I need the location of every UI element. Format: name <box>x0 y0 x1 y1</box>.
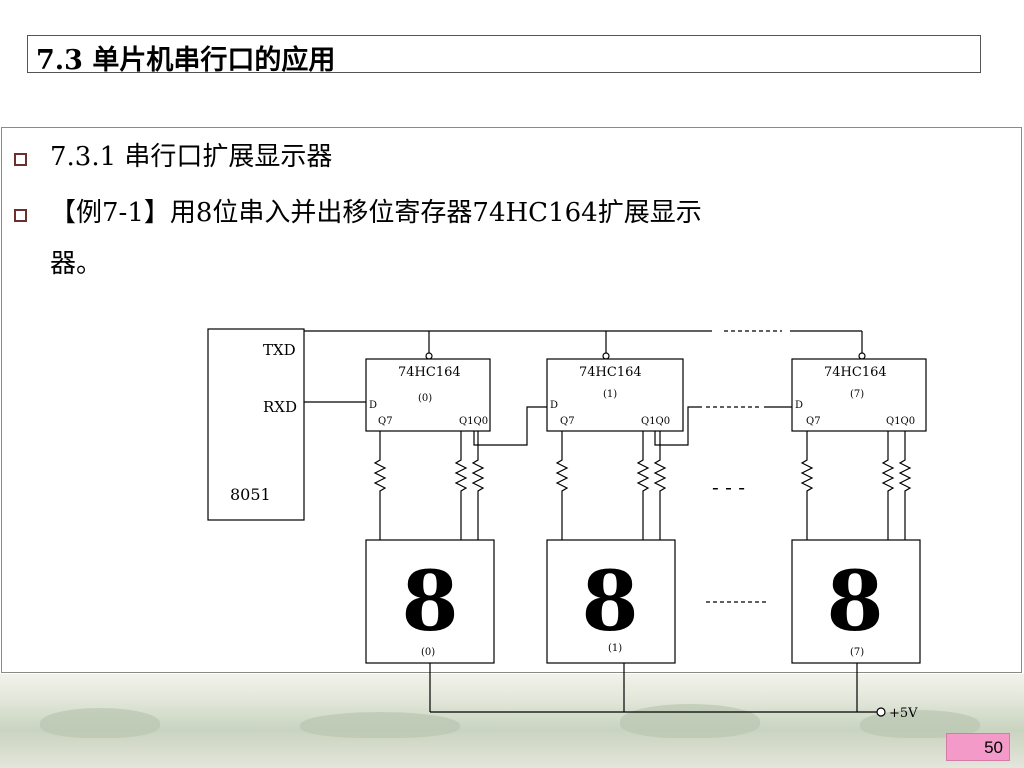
background-scenery <box>0 674 1024 768</box>
title-box: 7.3 单片机串行口的应用 <box>27 35 981 76</box>
bullet-text-2-continued: 器。 <box>50 249 103 279</box>
page-number: 50 <box>946 733 1010 761</box>
bullet-text-2: 【例7-1】用8位串入并出移位寄存器74HC164扩展显示 <box>50 198 702 228</box>
scenery-grass <box>0 738 1024 768</box>
scenery-tree <box>40 708 160 738</box>
bullet-square-icon <box>14 153 27 166</box>
bullet-square-icon <box>14 209 27 222</box>
scenery-tree <box>620 704 760 738</box>
page-title: 7.3 单片机串行口的应用 <box>36 45 336 76</box>
scenery-tree <box>300 712 460 738</box>
bullet-text-1: 7.3.1 串行口扩展显示器 <box>50 142 333 172</box>
